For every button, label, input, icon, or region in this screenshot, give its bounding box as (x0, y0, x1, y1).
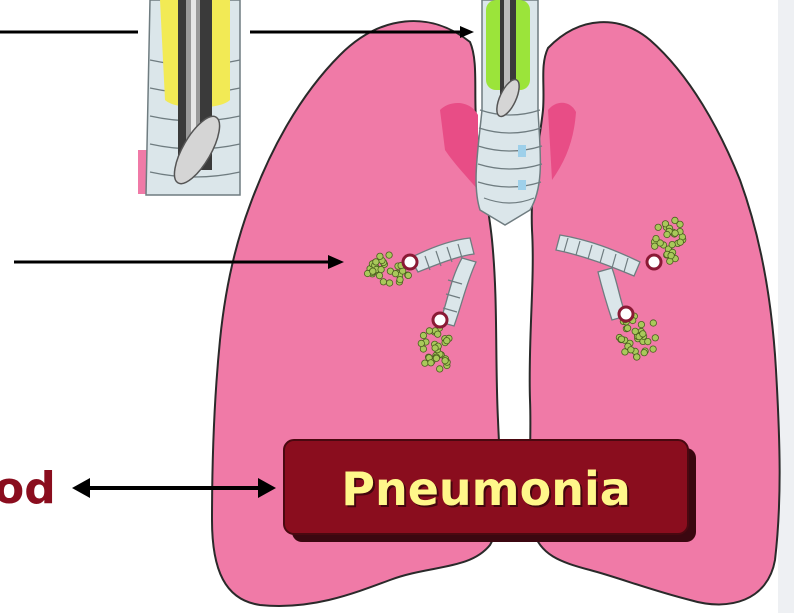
bacterium (380, 279, 386, 285)
bacterium (428, 360, 434, 366)
bacterium (645, 338, 651, 344)
bronchiole-ring-left-lower (433, 313, 447, 327)
bacterium (640, 331, 646, 337)
bacterium (442, 358, 448, 364)
bacterium (628, 347, 634, 353)
bacterium (655, 224, 661, 230)
bacterium (418, 340, 424, 346)
bacterium (377, 253, 383, 259)
bacterium (422, 360, 428, 366)
bacterium (652, 335, 658, 341)
bacterium (653, 235, 659, 241)
bacterium (444, 338, 450, 344)
pneumonia-label-text-main: Pneumonia (341, 462, 631, 516)
bacterium (677, 239, 683, 245)
pneumonia-label: Pneumonia Pneumonia (284, 440, 696, 542)
bacterium (376, 272, 382, 278)
bacterium (433, 355, 439, 361)
bronchiole-ring-right-upper (647, 255, 661, 269)
bacterium (432, 345, 438, 351)
bacterium (397, 276, 403, 282)
bacterium (370, 268, 376, 274)
bacterium (669, 241, 675, 247)
bacterium (386, 280, 392, 286)
endotracheal-tube-inset (138, 0, 240, 195)
bacterium (426, 328, 432, 334)
bacterium (378, 266, 384, 272)
bacterium (624, 325, 630, 331)
bacterium (437, 366, 443, 372)
bacterium (386, 252, 392, 258)
bacterium (435, 331, 441, 337)
bronchiole-ring-left-upper (403, 255, 417, 269)
bacterium (373, 259, 379, 265)
bacterium (672, 230, 678, 236)
bacterium (392, 271, 398, 277)
bacterium (638, 321, 644, 327)
bacterium (650, 320, 656, 326)
bacterium (634, 354, 640, 360)
bacterium (668, 252, 674, 258)
bacterium (641, 350, 647, 356)
bacterium (420, 332, 426, 338)
bacterium (664, 231, 670, 237)
trachea (476, 0, 542, 225)
left-cut-label: od (0, 463, 56, 514)
bacterium (405, 272, 411, 278)
bacterium (618, 336, 624, 342)
bacterium (672, 217, 678, 223)
bronchiole-ring-right-lower (619, 307, 633, 321)
bacterium (650, 346, 656, 352)
right-edge-strip (778, 0, 794, 613)
